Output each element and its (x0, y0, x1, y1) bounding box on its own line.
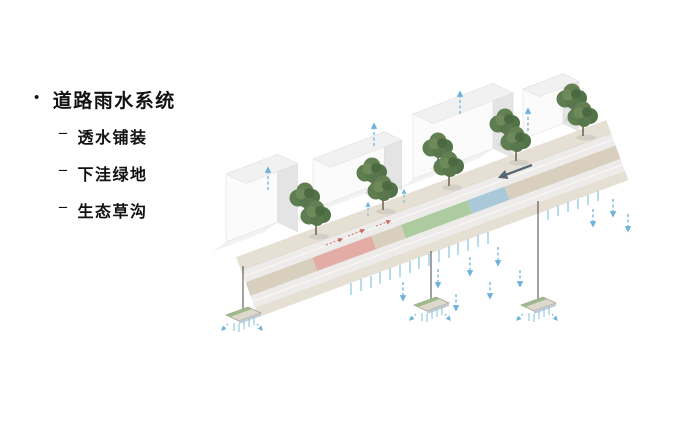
list-item-label: 下洼绿地 (77, 167, 148, 184)
infiltration-arrows (399, 199, 632, 312)
detail-inset-eco-swale (517, 297, 557, 322)
sidewalk-upper (236, 120, 612, 271)
permeable-pavement-strip (312, 235, 377, 271)
list-item-eco-swale: – 生态草沟 (59, 198, 176, 222)
lane-line (243, 138, 614, 277)
diagram-svg (212, 73, 632, 404)
median-pavement (371, 224, 406, 249)
curb-line (241, 133, 612, 271)
detail-inset-sunken-greenspace (410, 297, 450, 322)
road (236, 120, 629, 318)
callout-lines (242, 201, 539, 310)
building (299, 131, 403, 219)
detail-inset-permeable-pavement (222, 307, 262, 332)
list-item-label: 透水铺装 (77, 130, 148, 147)
sub-list: – 透水铺装 – 下洼绿地 – 生态草沟 (59, 124, 176, 222)
water-strip (467, 186, 510, 214)
median-pavement (245, 257, 317, 296)
bullet-marker: • (34, 90, 41, 106)
bullet-list: • 道路雨水系统 – 透水铺装 – 下洼绿地 – 生态草沟 (34, 86, 176, 235)
building (212, 153, 299, 252)
list-item-sunken-greenspace: – 下洼绿地 (59, 161, 176, 185)
median-swale (245, 145, 621, 296)
list-item-label: 生态草沟 (77, 204, 148, 221)
flow-direction-arrow (497, 163, 533, 179)
list-title: 道路雨水系统 (52, 91, 176, 112)
median-pavement (504, 145, 621, 200)
list-item-permeable-pavement: – 透水铺装 (59, 124, 176, 148)
infiltration-hatch (350, 191, 599, 295)
runoff-flow-marks (325, 219, 392, 246)
dash-marker: – (59, 161, 69, 178)
list-title-line: • 道路雨水系统 (34, 86, 176, 113)
dash-marker: – (59, 198, 69, 215)
sidewalk-lower (254, 170, 629, 318)
eco-swale-strip (401, 200, 473, 239)
lane-line (252, 164, 623, 303)
street-rainwater-diagram (198, 4, 668, 404)
dash-marker: – (59, 124, 69, 141)
